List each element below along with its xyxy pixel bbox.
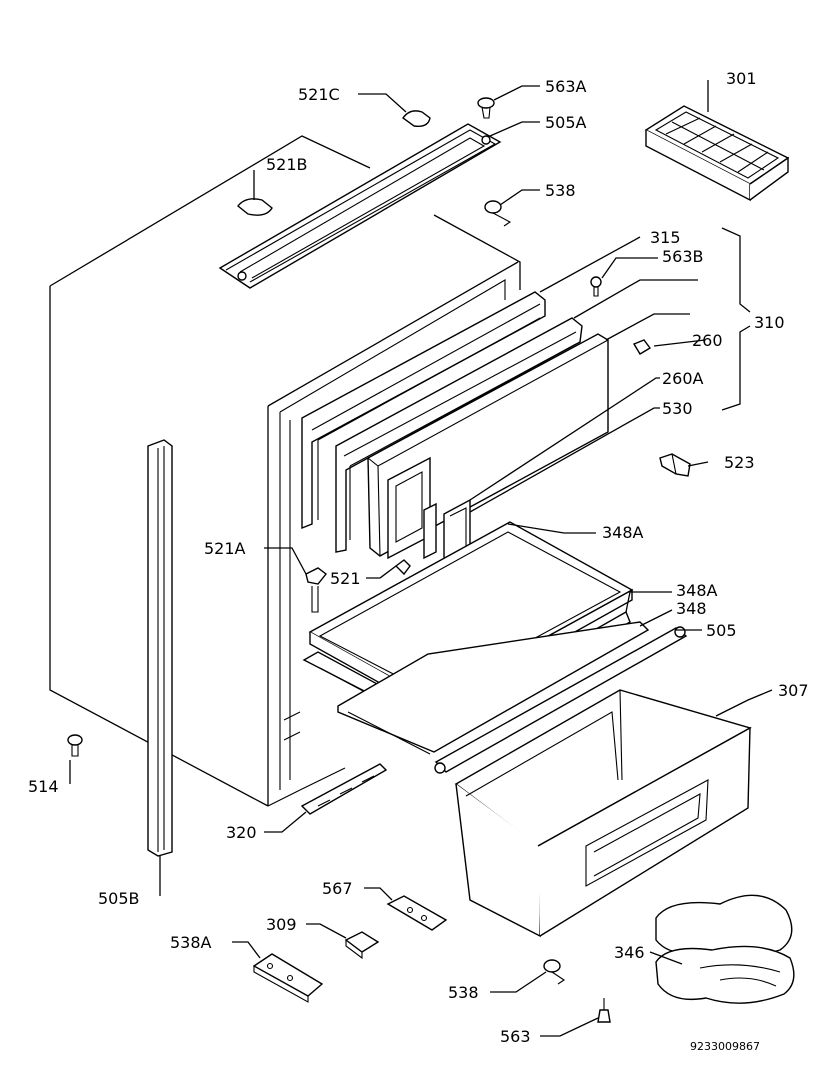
hinge-538-top: [484, 200, 512, 227]
callout-309: 309: [266, 915, 297, 934]
callout-260: 260: [692, 331, 723, 350]
cap-521C: [402, 110, 431, 128]
callout-563: 563: [500, 1027, 531, 1046]
screw-563A: [477, 97, 495, 119]
callout-301: 301: [726, 69, 757, 88]
top-strip-505A: [218, 123, 502, 289]
ice-tray-301: [644, 105, 790, 202]
callout-348: 348: [676, 599, 707, 618]
callout-348A-mid: 348A: [676, 581, 718, 600]
callout-563B: 563B: [662, 247, 704, 266]
callout-labels: 521C 563A 505A 301 521B 538 315 563B 310…: [28, 69, 809, 1053]
callout-514: 514: [28, 777, 59, 796]
hinge-plate-567: [386, 895, 448, 931]
block-309: [344, 931, 380, 960]
freezer-door-liner: [335, 317, 583, 553]
trim-505B: [147, 439, 173, 857]
bracket-320: [300, 763, 388, 815]
callout-315: 315: [650, 228, 681, 247]
callout-260A: 260A: [662, 369, 704, 388]
callout-521A: 521A: [204, 539, 246, 558]
callout-348A-top: 348A: [602, 523, 644, 542]
pin-521A: [305, 567, 327, 613]
callout-521C: 521C: [298, 85, 340, 104]
callout-563A: 563A: [545, 77, 587, 96]
egg-tray-346: [655, 894, 795, 1004]
callout-538A: 538A: [170, 933, 212, 952]
screw-563B: [590, 276, 602, 297]
leader-lines: [69, 80, 773, 1037]
screw-514: [67, 734, 83, 757]
freezer-door-frame-315: [301, 291, 546, 530]
callout-538-bottom: 538: [448, 983, 479, 1002]
callout-320: 320: [226, 823, 257, 842]
pin-521: [394, 559, 411, 576]
trim-505: [434, 626, 688, 774]
callout-567: 567: [322, 879, 353, 898]
callout-538-top: 538: [545, 181, 576, 200]
cabinet-body: [49, 135, 521, 807]
bolt-523: [659, 453, 691, 477]
callout-521: 521: [330, 569, 361, 588]
callout-530: 530: [662, 399, 693, 418]
drawing-number: 9233009867: [690, 1040, 760, 1053]
callout-505A: 505A: [545, 113, 587, 132]
callout-523: 523: [724, 453, 755, 472]
callout-307: 307: [778, 681, 809, 700]
callout-505: 505: [706, 621, 737, 640]
callout-521B: 521B: [266, 155, 308, 174]
clip-260: [632, 339, 652, 355]
hinge-538-bottom: [543, 959, 565, 985]
cap-521B: [237, 198, 273, 216]
shelf-348: [337, 621, 650, 755]
vegetable-drawer-307: [454, 689, 752, 938]
hinge-538A: [252, 953, 324, 1003]
callout-346: 346: [614, 943, 645, 962]
freezer-door-530: [367, 333, 609, 560]
callout-310: 310: [754, 313, 785, 332]
screw-563: [597, 998, 611, 1023]
callout-505B: 505B: [98, 889, 140, 908]
